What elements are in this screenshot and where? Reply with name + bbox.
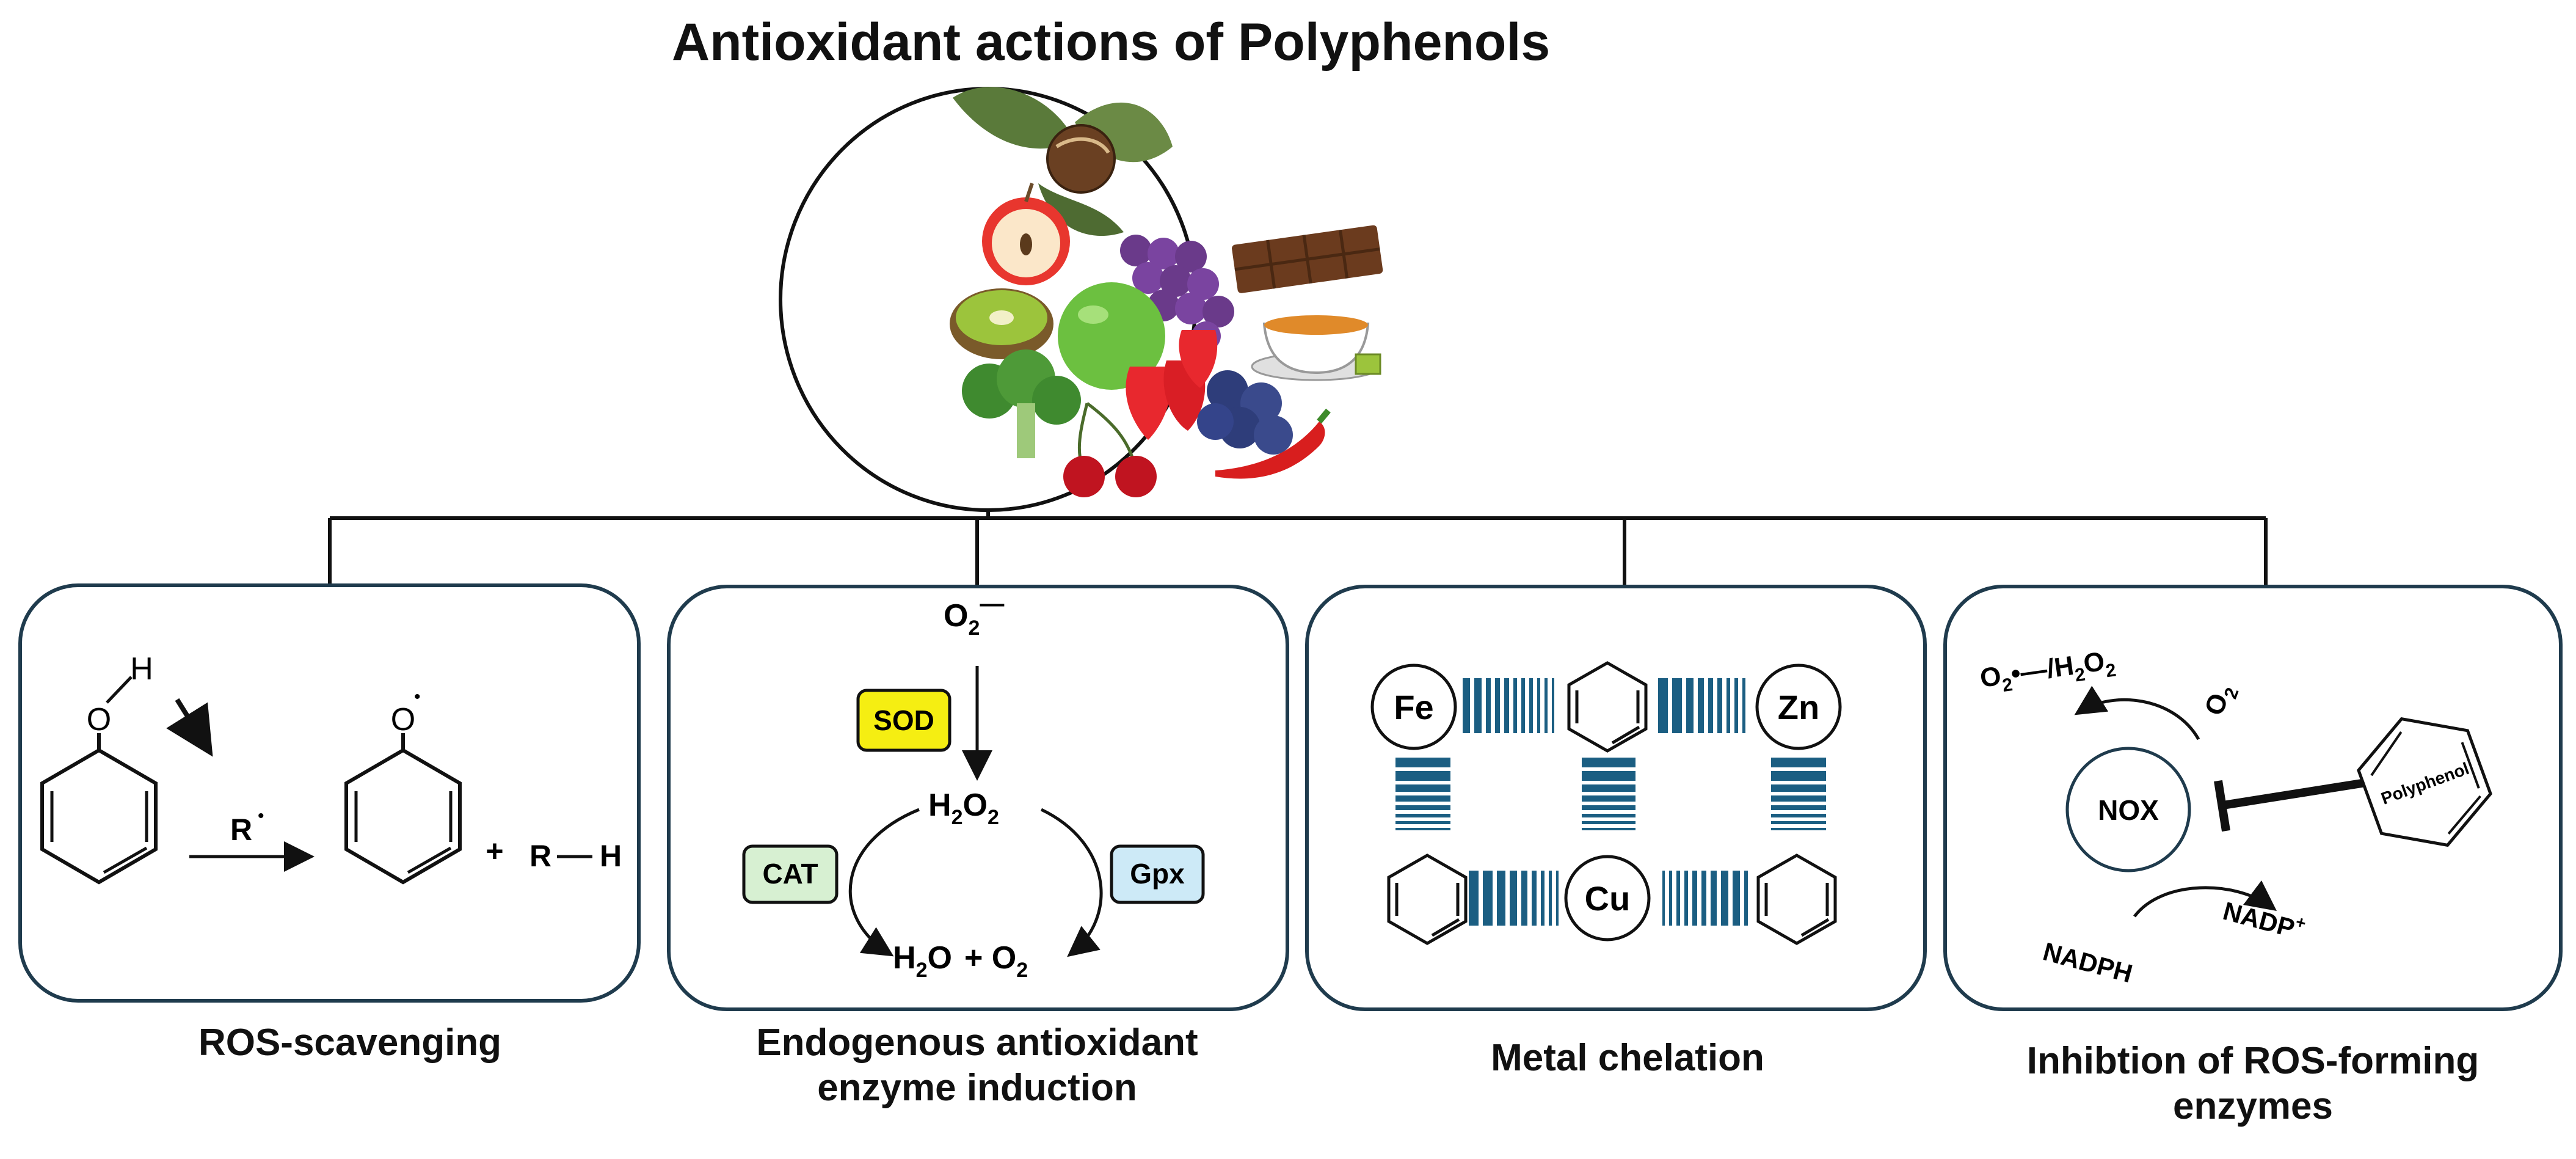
strawberry-icon xyxy=(1126,330,1218,440)
chocolate-icon xyxy=(1232,225,1383,293)
cat-arrow xyxy=(848,808,920,957)
metal-chelation-diagram: Fe Zn Cu xyxy=(1370,661,1842,945)
phenoxyl-dot: • xyxy=(414,687,421,707)
phenol-o-label: O xyxy=(87,702,111,737)
sod-box xyxy=(856,689,951,752)
panel-ros-scavenging xyxy=(18,583,641,1003)
chelation-bond-top-left xyxy=(1463,678,1554,733)
connector-tree xyxy=(328,510,2268,587)
cat-box xyxy=(742,844,839,904)
chelation-bond-left-vertical xyxy=(1395,758,1450,830)
benzene-ring-bottom-left xyxy=(1387,854,1468,945)
product-r-label: R xyxy=(529,839,551,873)
benzene-ring-top xyxy=(1567,661,1648,753)
grapes-icon xyxy=(1120,235,1234,351)
caption-ros-scavenging: ROS-scavenging xyxy=(198,1022,502,1064)
caption-enzyme-induction-line2: enzyme induction xyxy=(817,1067,1137,1110)
radical-dot: • xyxy=(258,806,264,826)
phenoxyl-ring-right xyxy=(344,748,462,885)
broccoli-icon xyxy=(962,349,1081,458)
phenol-ring-left xyxy=(40,748,158,885)
inhibition-bar xyxy=(2214,780,2230,832)
o2-conversion-arrow xyxy=(2074,686,2200,740)
cat-label: CAT xyxy=(762,858,818,890)
caption-ros-enzyme-inhibition: Inhibtion of ROS-forming enzymes xyxy=(1945,1039,2561,1130)
gpx-box xyxy=(1110,844,1205,904)
caption-ros-enzyme-inhibition-line2: enzymes xyxy=(2173,1085,2333,1128)
fe-label: Fe xyxy=(1394,688,1433,726)
chili-pepper-icon xyxy=(1215,422,1325,479)
cu-label: Cu xyxy=(1585,879,1631,918)
benzene-ring-bottom-right xyxy=(1756,854,1837,945)
chestnut-icon xyxy=(1046,124,1116,194)
plus-sign: + xyxy=(486,834,503,868)
nox-label: NOX xyxy=(2098,794,2159,826)
polyphenol-foods-illustration xyxy=(779,87,1383,512)
chelation-bond-bottom-left xyxy=(1469,871,1559,926)
caption-ros-enzyme-inhibition-line1: Inhibtion of ROS-forming xyxy=(2026,1040,2480,1082)
gpx-arrow xyxy=(1040,808,1103,957)
page-title: Antioxidant actions of Polyphenols xyxy=(672,13,1551,71)
chelation-bond-right-vertical xyxy=(1771,758,1826,830)
polyphenol-ring: Polyphenol xyxy=(2357,717,2492,847)
ros-enzyme-inhibition-diagram: O2•—/H2O2 O2 NOX Polyphenol NADPH NAD xyxy=(1978,646,2492,988)
chestnut-leaf-icon-3 xyxy=(1038,183,1124,236)
fe-ion xyxy=(1370,664,1457,750)
caption-metal-chelation: Metal chelation xyxy=(1491,1037,1764,1079)
product-h-label: H xyxy=(600,839,622,873)
zn-ion xyxy=(1755,664,1842,750)
blueberries-icon xyxy=(1197,370,1293,455)
caption-enzyme-induction: Endogenous antioxidant enzyme induction xyxy=(672,1020,1283,1111)
cherries-icon xyxy=(1063,402,1157,497)
nadph-arrow xyxy=(2133,880,2277,918)
h-transfer-arrow xyxy=(166,698,213,757)
enzyme-induction-diagram: O2— SOD H2O2 CAT Gpx H2O+ O2 xyxy=(742,590,1205,982)
phenol-h-label: H xyxy=(130,651,153,687)
ros-scavenging-diagram: O H R • O • + R H xyxy=(40,651,622,885)
radical-r-label: R xyxy=(230,813,252,847)
chelation-bond-bottom-right xyxy=(1662,871,1748,926)
zn-label: Zn xyxy=(1778,688,1819,726)
cu-ion xyxy=(1564,855,1651,941)
nox-enzyme xyxy=(2065,747,2191,872)
sod-label: SOD xyxy=(873,704,934,736)
chelation-bond-top-right xyxy=(1658,678,1745,733)
caption-enzyme-induction-line1: Endogenous antioxidant xyxy=(756,1022,1198,1064)
gpx-label: Gpx xyxy=(1130,858,1185,890)
chestnut-leaf-icon xyxy=(953,87,1075,149)
phenoxyl-o-label: O xyxy=(391,702,415,737)
h2o2-label: H2O2 xyxy=(928,788,999,829)
chelation-bond-center-vertical xyxy=(1582,758,1635,830)
tea-cup-icon xyxy=(1251,315,1381,381)
superoxide-label: O2— xyxy=(944,590,1004,640)
water-oxygen-label: H2O+ O2 xyxy=(893,940,1028,982)
inhibition-line xyxy=(2222,778,2371,810)
